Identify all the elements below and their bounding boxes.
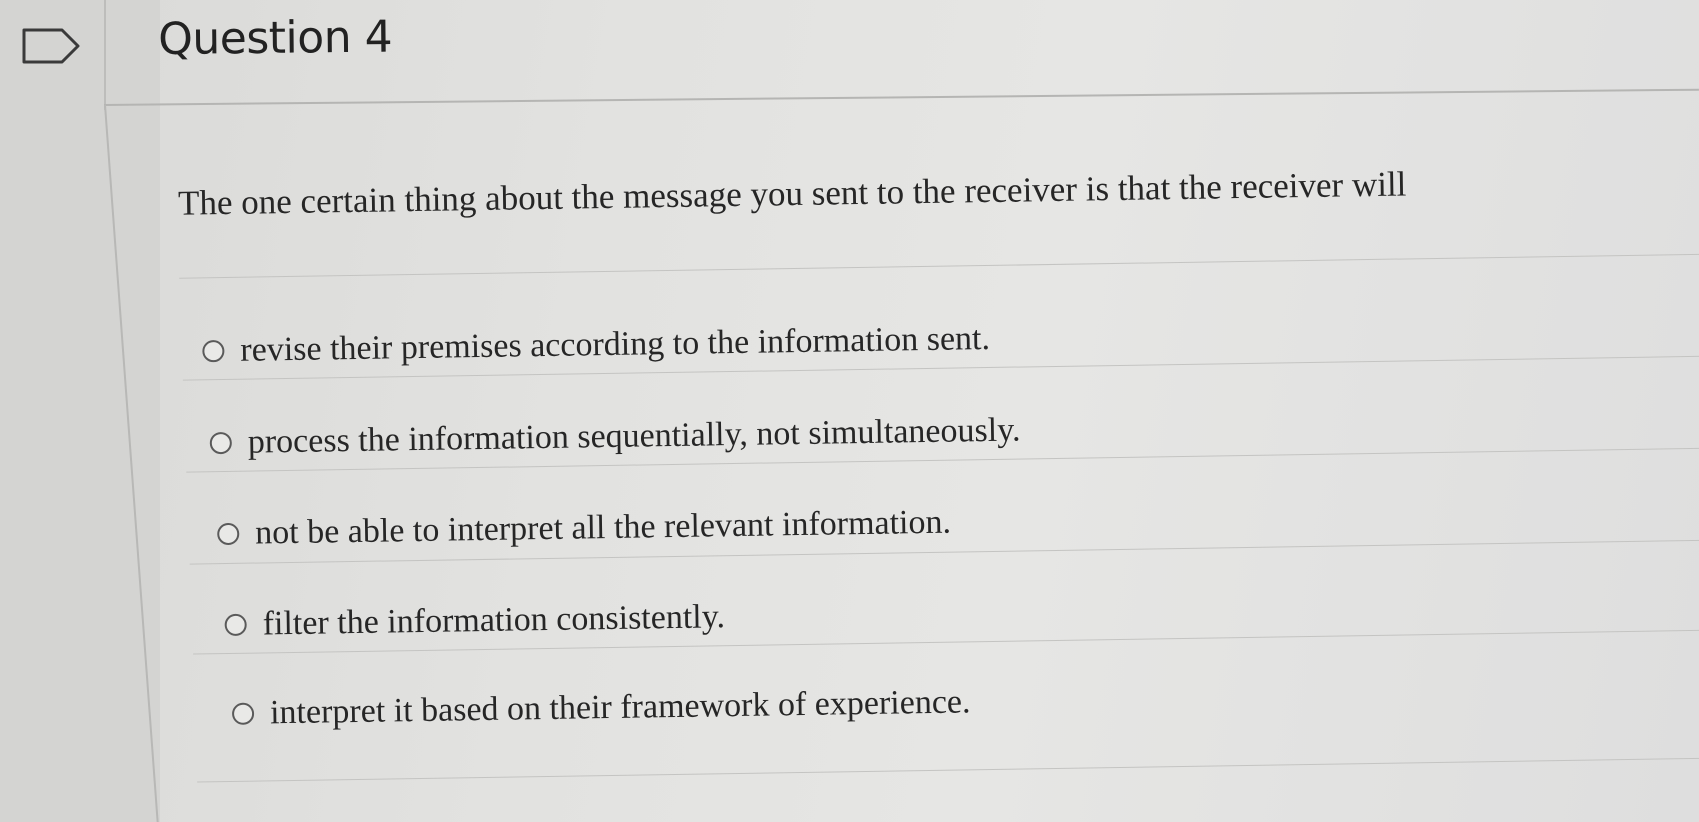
radio-button[interactable] xyxy=(217,522,240,546)
answer-option[interactable]: not be able to interpret all the relevan… xyxy=(217,504,951,554)
question-prompt: The one certain thing about the message … xyxy=(177,164,1407,223)
option-label[interactable]: filter the information consistently. xyxy=(262,598,726,643)
radio-button[interactable] xyxy=(231,702,255,725)
answer-option[interactable]: interpret it based on their framework of… xyxy=(231,683,971,733)
answer-option[interactable]: filter the information consistently. xyxy=(224,598,725,644)
option-label[interactable]: revise their premises according to the i… xyxy=(240,319,991,369)
option-label[interactable]: interpret it based on their framework of… xyxy=(269,683,971,732)
divider-line xyxy=(179,253,1699,279)
left-gutter xyxy=(0,0,160,822)
option-label[interactable]: process the information sequentially, no… xyxy=(247,411,1021,461)
flag-outline-icon[interactable] xyxy=(22,28,80,64)
radio-button[interactable] xyxy=(202,340,225,363)
radio-button[interactable] xyxy=(209,431,232,455)
gutter-divider xyxy=(104,0,106,110)
option-label[interactable]: not be able to interpret all the relevan… xyxy=(254,503,952,552)
divider-line xyxy=(197,757,1699,783)
answer-option[interactable]: process the information sequentially, no… xyxy=(209,411,1021,463)
radio-button[interactable] xyxy=(224,613,247,637)
answer-option[interactable]: revise their premises according to the i… xyxy=(202,320,990,370)
